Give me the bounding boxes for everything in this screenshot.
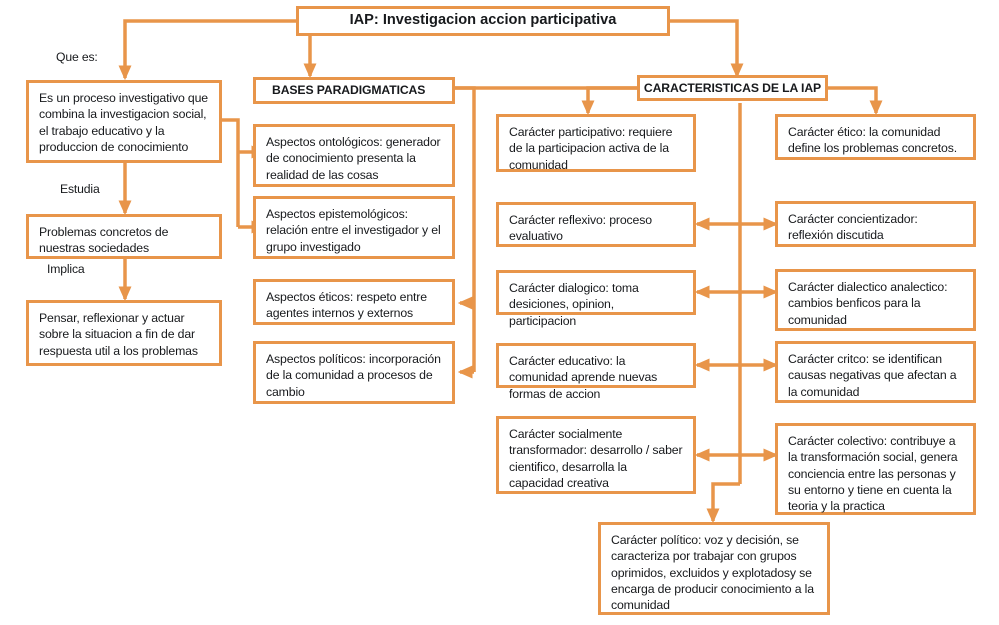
node-caracter-socialmente-transformador: Carácter socialmente transformador: desa… [496,416,696,494]
wire-bases-spine [455,86,476,303]
node-caracter-reflexivo: Carácter reflexivo: proceso evaluativo [496,202,696,247]
edge-label-implica: Implica [47,262,85,276]
node-proceso-investigativo: Es un proceso investigativo que combina … [26,80,222,163]
node-pensar-reflexionar: Pensar, reflexionar y actuar sobre la si… [26,300,222,366]
node-aspectos-epistemologicos: Aspectos epistemológicos: relación entre… [253,196,455,259]
wire-spine-to-politico [706,482,740,524]
node-caracteristicas-header: CARACTERISTICAS DE LA IAP [637,75,828,101]
node-title: IAP: Investigacion accion participativa [296,6,670,36]
node-caracter-participativo: Carácter participativo: requiere de la p… [496,114,696,172]
node-caracter-politico: Carácter político: voz y decisión, se ca… [598,522,830,615]
node-caracter-colectivo: Carácter colectivo: contribuye a la tran… [775,423,976,515]
node-caracter-dialectico: Carácter dialectico analectico: cambios … [775,269,976,331]
node-caracter-etico: Carácter ético: la comunidad define los … [775,114,976,160]
node-caracter-concientizador: Carácter concientizador: reflexión discu… [775,201,976,247]
node-caracter-dialogico: Carácter dialogico: toma desiciones, opi… [496,270,696,328]
node-aspectos-ontologicos: Aspectos ontológicos: generador de conoc… [253,124,455,187]
wire-proceso-to-spine [222,118,240,152]
node-caracter-critco: Carácter critco: se identifican causas n… [775,341,976,403]
edge-label-que-es: Que es: [56,50,98,64]
node-bases-header: BASES PARADIGMATICAS [253,77,455,104]
edge-label-estudia: Estudia [60,182,100,196]
node-problemas-concretos: Problemas concretos de nuestras sociedad… [26,214,222,259]
node-caracter-educativo: Carácter educativo: la comunidad aprende… [496,343,696,401]
node-aspectos-eticos: Aspectos éticos: respeto entre agentes i… [253,279,455,325]
wire-title-to-caracteristicas [670,19,744,79]
wire-caract-to-etico [828,86,883,116]
wire-title-to-proceso [118,19,296,81]
node-aspectos-politicos: Aspectos políticos: incorporación de la … [253,341,455,404]
